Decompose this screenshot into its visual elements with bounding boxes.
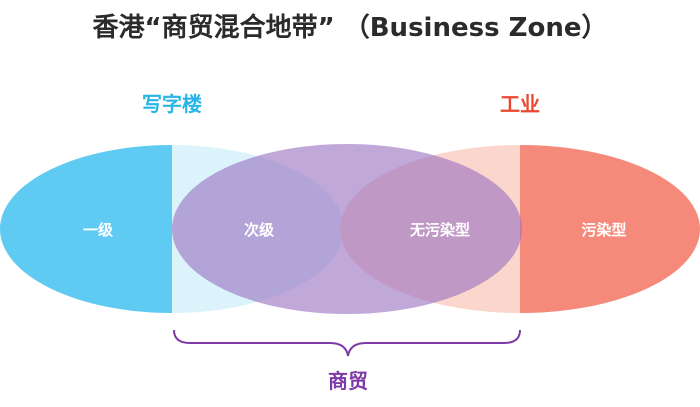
business-bracket	[173, 329, 521, 357]
industrial-label: 工业	[500, 92, 540, 116]
business-label: 商贸	[328, 369, 368, 393]
page-title: 香港“商贸混合地带” （Business Zone）	[93, 12, 608, 43]
region-polluting: 污染型	[581, 221, 626, 239]
region-secondary: 次级	[244, 221, 275, 239]
business-ellipse	[172, 144, 522, 314]
office-label: 写字楼	[142, 92, 202, 116]
region-non-polluting: 无污染型	[409, 221, 470, 239]
region-grade-a: 一级	[83, 221, 114, 239]
